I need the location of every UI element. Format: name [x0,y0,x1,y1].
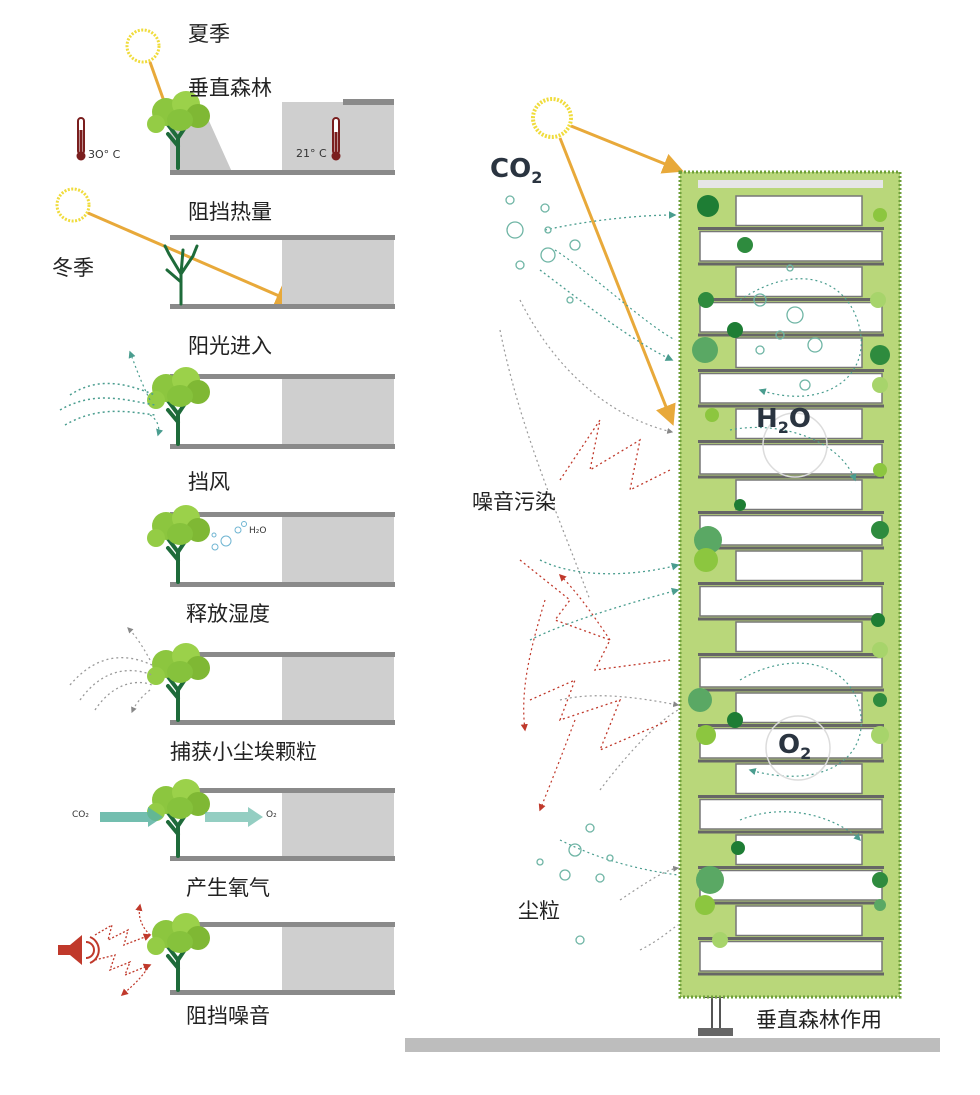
label-produce-oxygen: 产生氧气 [186,876,270,900]
plant-blob [873,463,887,477]
plant-blob [712,932,728,948]
label-capture-dust: 捕获小尘埃颗粒 [170,740,317,764]
h2o-small-label: H₂O [249,526,267,536]
floor [698,550,884,585]
floor [698,585,884,621]
plant-blob [727,712,743,728]
floor [698,479,884,514]
plant-blob [694,526,722,554]
ground [405,1038,940,1052]
section-wind [59,350,395,449]
label-block-wind: 挡风 [188,470,230,494]
plant-blob [734,499,746,511]
season-winter-label: 冬季 [52,256,94,280]
plant-blob [694,548,718,572]
floor [698,266,884,301]
plant-blob [727,322,743,338]
section-noise [58,903,395,996]
plant-blob [873,693,887,707]
plant-blob [731,841,745,855]
season-summer-label: 夏季 [188,22,230,46]
plant-blob [874,899,886,911]
floor [698,763,884,798]
temp-inside-label: 21° C [296,147,327,160]
plant-blob [697,195,719,217]
floor [698,905,884,940]
plant-blob [698,292,714,308]
label-block-noise: 阻挡噪音 [186,1004,270,1028]
plant-blob [872,642,888,658]
plant-blob [688,688,712,712]
co2-bubbles [505,195,831,945]
section-oxygen [100,777,395,861]
floor [698,337,884,372]
co2-small-label: CO₂ [72,810,89,820]
floor [698,195,884,230]
plant-blob [872,872,888,888]
plant-blob [871,726,889,744]
floor [698,230,884,266]
label-block-heat: 阻挡热量 [188,200,272,224]
section-dust [69,627,395,725]
winter-sun-icon [55,187,91,223]
plant-blob [705,408,719,422]
floor [698,692,884,727]
h2o-label: H2O [756,404,812,438]
o2-small-label: O₂ [266,810,277,820]
right-sun-icon [531,97,573,139]
plant-blob [871,613,885,627]
thermometer-outside-icon [76,117,86,161]
plant-blob [871,521,889,539]
dust-particles-label: 尘粒 [518,899,560,923]
plant-blob [870,345,890,365]
plant-blob [695,895,715,915]
section-humidity [145,503,395,587]
floor [698,834,884,869]
plant-blob [873,208,887,222]
plant-blob [696,866,724,894]
floor [698,372,884,408]
plant-blob [872,377,888,393]
floor [698,621,884,656]
floor [698,443,884,479]
floor [698,656,884,692]
plant-blob [692,337,718,363]
plant-blob [737,237,753,253]
plant-blob [870,292,886,308]
label-release-humidity: 释放湿度 [186,602,270,626]
label-sunlight-enter: 阳光进入 [188,334,272,358]
noise-lines [519,419,671,812]
megaphone-icon [58,935,100,965]
vertical-forest-building [678,170,902,999]
summer-sun-icon [125,28,161,64]
floor [698,727,884,763]
floor [698,869,884,905]
co2-label: CO2 [490,154,543,188]
floor [698,514,884,550]
o2-label: O2 [778,730,812,764]
temp-outside-label: 3O° C [88,148,121,161]
caption-vertical-forest-function: 垂直森林作用 [756,1008,882,1032]
noise-pollution-label: 噪音污染 [472,490,556,514]
section-winter [55,187,395,309]
vertical-forest-title: 垂直森林 [188,76,272,100]
thermometer-inside-icon [331,117,341,161]
air-flows [499,211,862,951]
floor [698,940,884,976]
floor [698,798,884,834]
plant-blob [696,725,716,745]
section-summer [76,89,395,175]
